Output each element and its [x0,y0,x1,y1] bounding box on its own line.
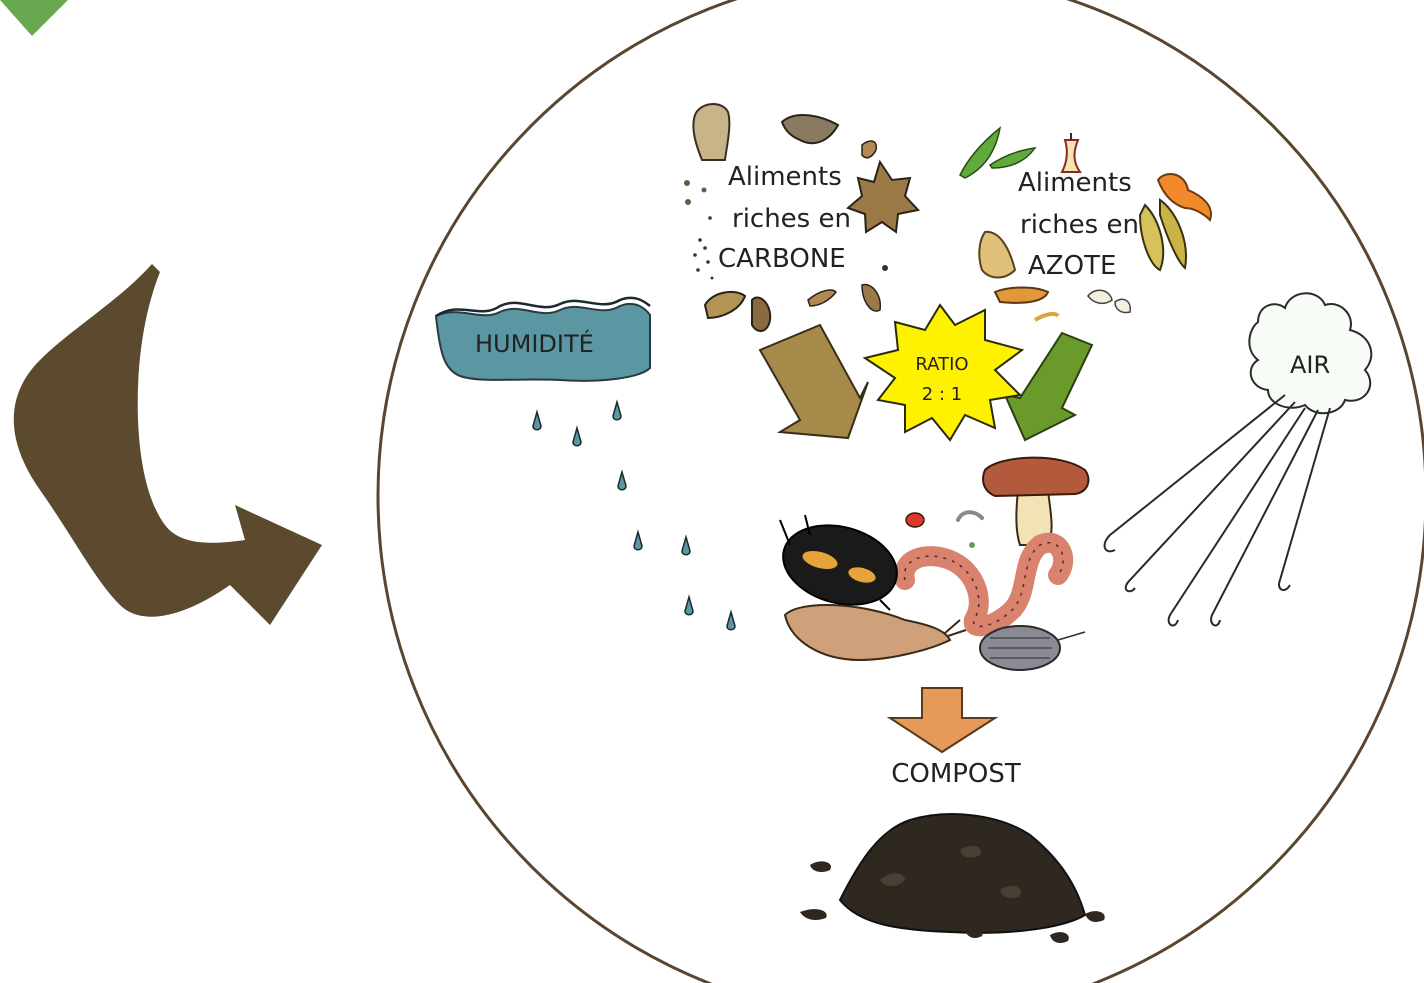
bread-icon [692,103,731,161]
carbon-label-line2: riches en [732,204,851,234]
beetle-icon [779,514,898,611]
leaf-icon [846,159,920,234]
raindrop-icon [633,529,643,551]
leaf-icon [861,140,877,159]
leaf-icon [861,283,881,312]
ratio-label-line2: 2 : 1 [922,384,962,405]
raindrop-icon [617,469,627,491]
humidity-group: HUMIDITÉ [434,296,736,631]
carbon-arrow [758,323,869,440]
carrot-peel-icon [993,286,1050,304]
leaf-icon [959,126,1002,179]
onion-icon [978,230,1017,279]
humidity-label: HUMIDITÉ [475,329,594,358]
carbon-label-line3: CARBONE [718,244,846,274]
carbon-label-line1: Aliments [728,162,842,192]
cloud-icon [1248,292,1373,415]
air-stream [1103,394,1286,553]
compost-pile [800,813,1105,943]
orange-peel-icon [1156,173,1212,222]
raindrop-icon [681,534,691,556]
air-stream [1210,409,1319,627]
compost-label: COMPOST [891,759,1021,789]
raindrop-icon [684,594,694,616]
raindrop-icon [572,425,582,447]
nitrogen-label-line2: riches en [1020,210,1139,240]
nitrogen-arrow [1003,331,1094,442]
mushroom-icon [982,456,1090,546]
corner-triangle [0,0,68,36]
eggshell-icon [1087,289,1113,305]
air-stream [1278,407,1331,591]
carbon-group: Aliments riches en CARBONE [684,103,920,332]
humidity-cloud [434,302,651,382]
leaf-icon [703,290,747,320]
compost-arrow [886,687,999,754]
ratio-label-line1: RATIO [915,354,968,375]
nematode-icon [956,510,984,522]
ratio-star [862,303,1025,442]
air-stream [1124,401,1296,593]
leaf-icon [807,289,837,307]
woodlouse-icon [979,625,1086,671]
worm-icon [894,532,1074,637]
raindrop-icon [726,609,736,631]
slug-icon [783,604,967,662]
nitrogen-label-line3: AZOTE [1028,251,1116,281]
nitrogen-group: Aliments riches en AZOTE [959,126,1212,322]
raindrop-icon [612,399,622,421]
leaf-icon [780,114,840,145]
apple-core-icon [1060,133,1082,173]
air-label: AIR [1290,351,1330,379]
raindrop-icon [532,409,542,431]
eggshell-icon [1114,298,1131,314]
nitrogen-label-line1: Aliments [1018,168,1132,198]
leaf-icon [988,147,1037,169]
leaf-icon [751,296,772,332]
organisms-group [779,456,1090,671]
mite-icon [905,512,925,528]
banana-peel-icon [1138,198,1187,272]
air-stream [1167,407,1306,627]
big-curved-arrow [13,264,322,625]
air-group: AIR [1103,292,1373,627]
